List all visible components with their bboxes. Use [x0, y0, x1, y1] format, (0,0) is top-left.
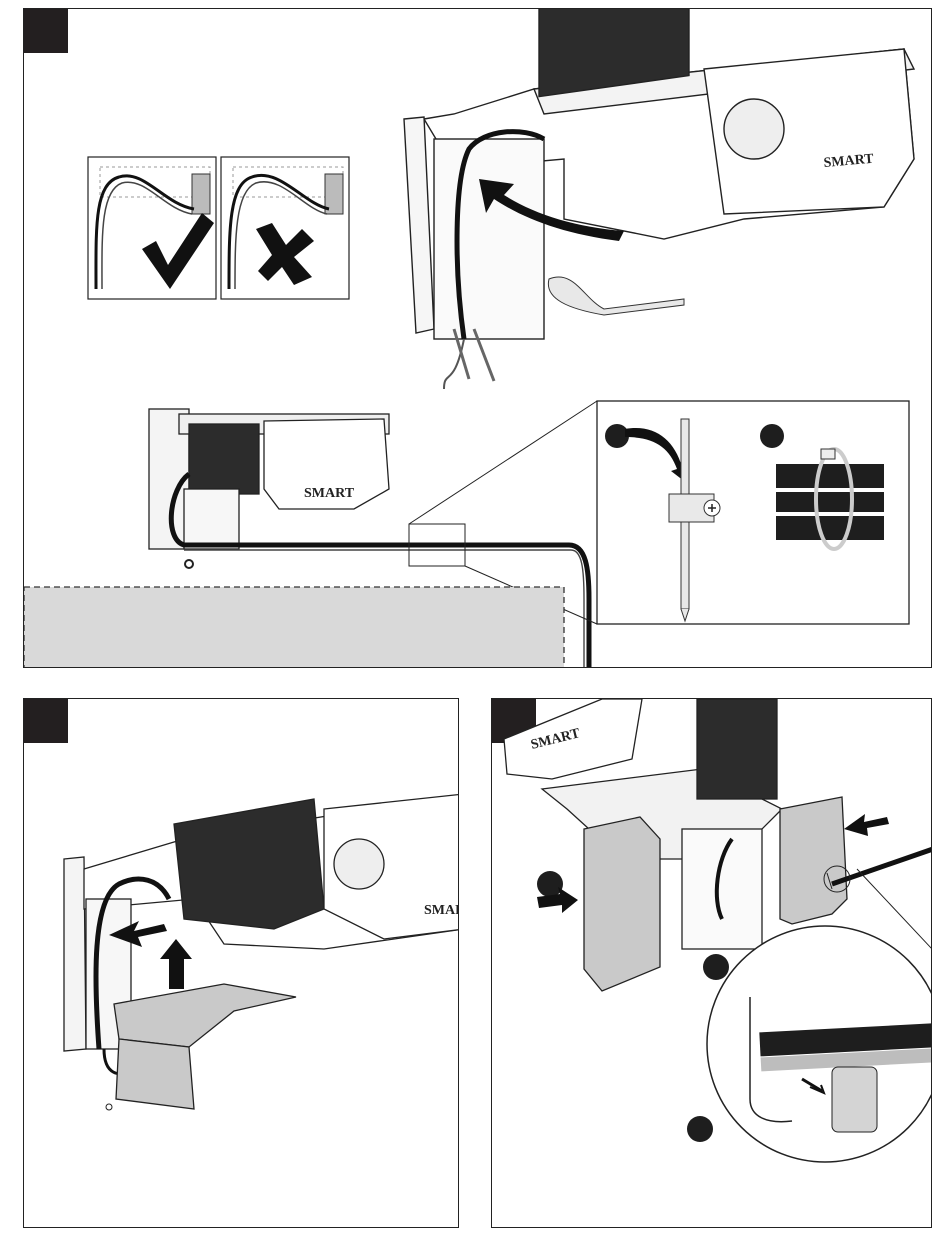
bottom-right-illustration: SMART: [492, 699, 932, 1228]
detail-inset: [597, 401, 909, 624]
bottom-left-instruction-panel: SMART: [23, 698, 459, 1228]
projector-top-illustration: [404, 9, 914, 339]
brand-logo-mid: SMART: [304, 486, 355, 501]
incorrect-routing-thumbnail: [221, 157, 349, 299]
callout-dot-5: [687, 1116, 713, 1142]
brand-logo-bottom-left: SMART: [424, 903, 459, 918]
cable-tie-top: [548, 277, 684, 315]
callout-dot-4: [703, 954, 729, 980]
right-side-cover: [780, 797, 847, 924]
lower-cover: [114, 984, 296, 1109]
bottom-left-illustration: SMART: [24, 699, 459, 1228]
wall-surface: [24, 587, 564, 668]
top-instruction-panel: SMART SMART: [23, 8, 932, 668]
bottom-right-instruction-panel: SMART: [491, 698, 932, 1228]
top-illustration: SMART SMART: [24, 9, 932, 668]
callout-dot-3: [537, 871, 563, 897]
cable-bottom-right: [832, 849, 932, 884]
up-arrow-icon: [160, 939, 192, 989]
left-arrow-icon-2: [844, 814, 889, 836]
left-side-cover: [584, 817, 660, 991]
callout-dot-2: [760, 424, 784, 448]
